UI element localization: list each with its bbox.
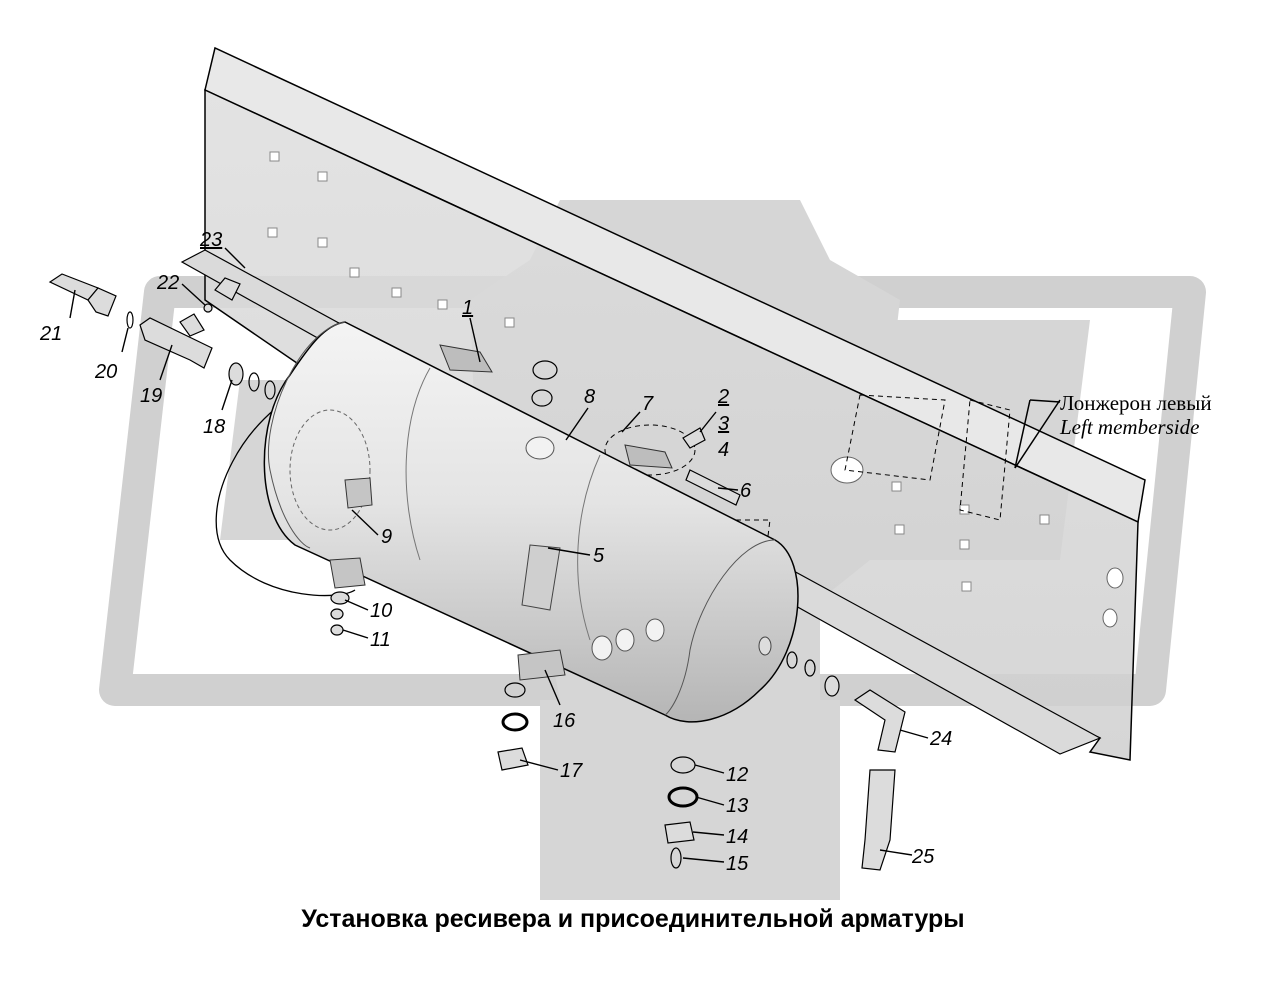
callout-4: 4 <box>718 439 729 461</box>
receiver-tank <box>263 321 799 723</box>
callout-17: 17 <box>560 760 583 782</box>
callout-21: 21 <box>39 323 62 345</box>
callout-22: 22 <box>156 272 179 294</box>
callout-14: 14 <box>726 826 748 848</box>
memberside-label-en: Left memberside <box>1059 415 1199 439</box>
callout-25: 25 <box>911 846 935 868</box>
callout-15: 15 <box>726 853 749 875</box>
callout-10: 10 <box>370 600 392 622</box>
callout-11: 11 <box>370 629 391 651</box>
callout-7: 7 <box>642 393 654 415</box>
callout-24: 24 <box>929 728 952 750</box>
callout-13: 13 <box>726 795 748 817</box>
callout-1: 1 <box>462 297 473 319</box>
callout-8: 8 <box>584 386 595 408</box>
diagram-caption: Установка ресивера и присоединительной а… <box>301 905 965 933</box>
callout-9: 9 <box>381 526 392 548</box>
callout-18: 18 <box>203 416 225 438</box>
callout-23: 23 <box>199 229 222 251</box>
callout-2: 2 <box>717 386 729 408</box>
callout-3: 3 <box>718 413 729 435</box>
callout-5: 5 <box>593 545 605 567</box>
callout-19: 19 <box>140 385 162 407</box>
memberside-label-ru: Лонжерон левый <box>1060 391 1212 415</box>
leader-lines <box>69 247 1061 863</box>
callout-numbers: 23 22 21 20 19 18 1 8 7 2 3 4 6 5 9 10 1… <box>39 229 952 875</box>
callout-12: 12 <box>726 764 748 786</box>
memberside-label: Лонжерон левый Left memberside <box>1059 391 1212 439</box>
callout-20: 20 <box>94 361 117 383</box>
callout-6: 6 <box>740 480 752 502</box>
callout-16: 16 <box>553 710 576 732</box>
